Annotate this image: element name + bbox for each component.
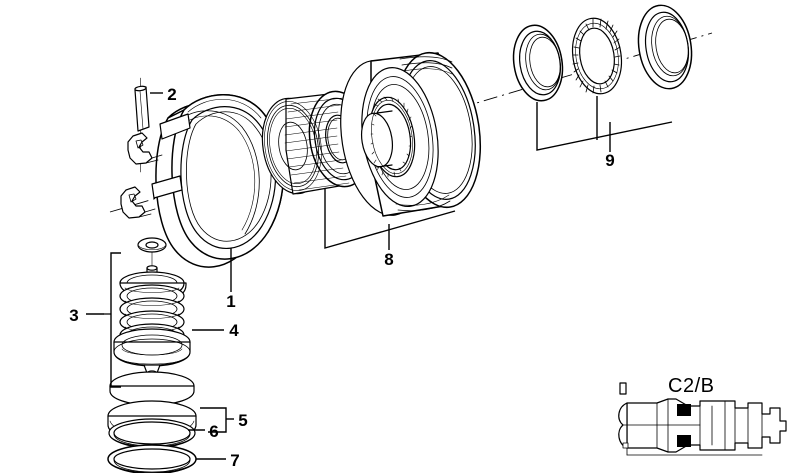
compression-spring-part-4 [119,271,187,347]
callout-8: 8 [384,250,393,269]
callout-2: 2 [167,85,176,104]
callout-numbers: 1 2 3 4 5 6 7 8 9 [69,85,614,470]
needle-bearing-cage [571,17,623,95]
callout-7: 7 [230,451,239,470]
brake-band-part-1 [120,94,284,268]
needle-rollers [572,18,621,94]
piston-spring-assembly-part-3 [113,237,191,376]
inset-highlight-upper [677,404,691,416]
inset-label-c2b: C2/B [668,375,714,397]
piston-seal-ring-part-6 [108,418,196,449]
piston-cup-body [113,328,191,376]
transmission-inset: C2/B [618,375,787,456]
clutch-drum [340,51,482,217]
inset-highlight-lower [677,435,691,447]
thrust-bearing-set-part-9 [512,4,693,102]
sealing-ring-part-7 [107,444,197,473]
carrier-teeth-back [264,101,322,191]
hub-spline-teeth [370,96,413,178]
thrust-washer-left [512,24,564,102]
callout-leaders [86,92,673,460]
anchor-pin-part-2 [134,77,150,173]
band-bracket-upper [127,132,163,165]
callout-9: 9 [605,151,614,170]
piston-disc-and-rings [107,371,197,473]
band-bracket-lower [120,186,156,219]
thrust-washer-right [637,4,693,90]
callout-6: 6 [209,422,218,441]
callout-3: 3 [69,306,78,325]
piston-backing-disc [109,371,195,406]
callout-1: 1 [226,292,235,311]
clutch-drum-assembly-part-8 [261,51,482,217]
carrier-spline-ribs [284,97,350,191]
callout-4: 4 [229,321,239,340]
spring-top-washer [137,237,167,253]
callout-5: 5 [238,411,247,430]
